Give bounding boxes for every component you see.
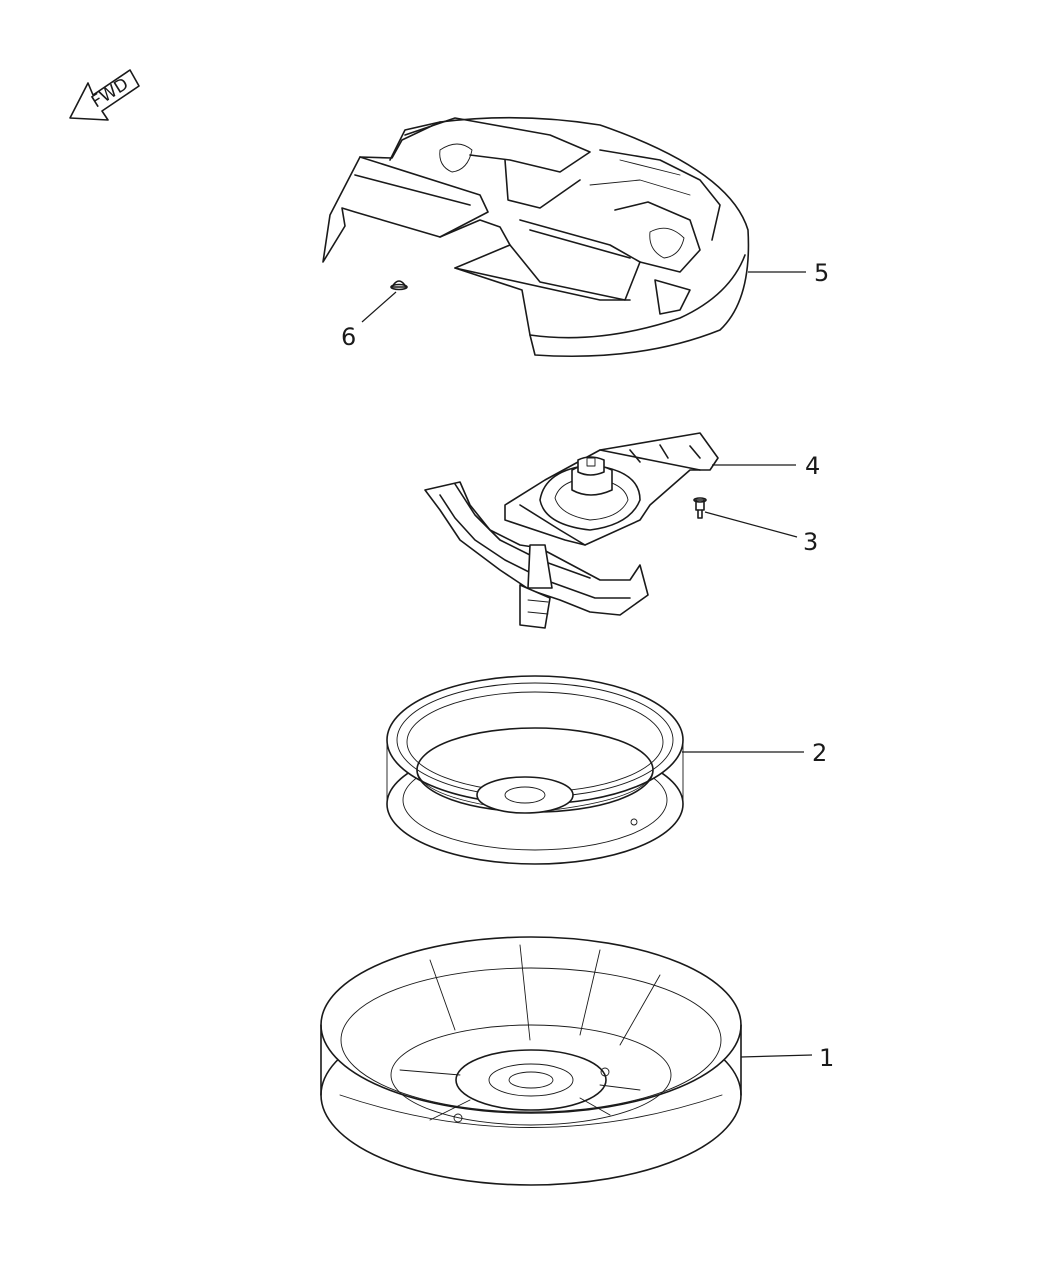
callout-labels: 5 6 4 3 2 1 — [341, 259, 834, 1072]
part-3-bolt — [693, 497, 707, 519]
part-6-push-pin — [390, 280, 408, 291]
part-1-spare-tire — [320, 936, 742, 1186]
forward-arrow-icon: FWD — [69, 69, 140, 121]
callout-2: 2 — [812, 739, 827, 767]
leader-1 — [740, 1054, 813, 1058]
part-2-wheel-rim — [386, 675, 684, 865]
leader-6 — [361, 291, 397, 323]
callout-3: 3 — [803, 528, 818, 556]
fwd-label: FWD — [88, 74, 132, 112]
leader-3 — [704, 511, 798, 538]
leader-lines — [361, 271, 813, 1058]
callout-6: 6 — [341, 323, 356, 351]
callout-5: 5 — [814, 259, 829, 287]
part-5-spare-tire-cover — [322, 116, 750, 358]
callout-1: 1 — [819, 1044, 834, 1072]
part-4-jack-bracket — [424, 432, 719, 629]
callout-4: 4 — [805, 452, 820, 480]
